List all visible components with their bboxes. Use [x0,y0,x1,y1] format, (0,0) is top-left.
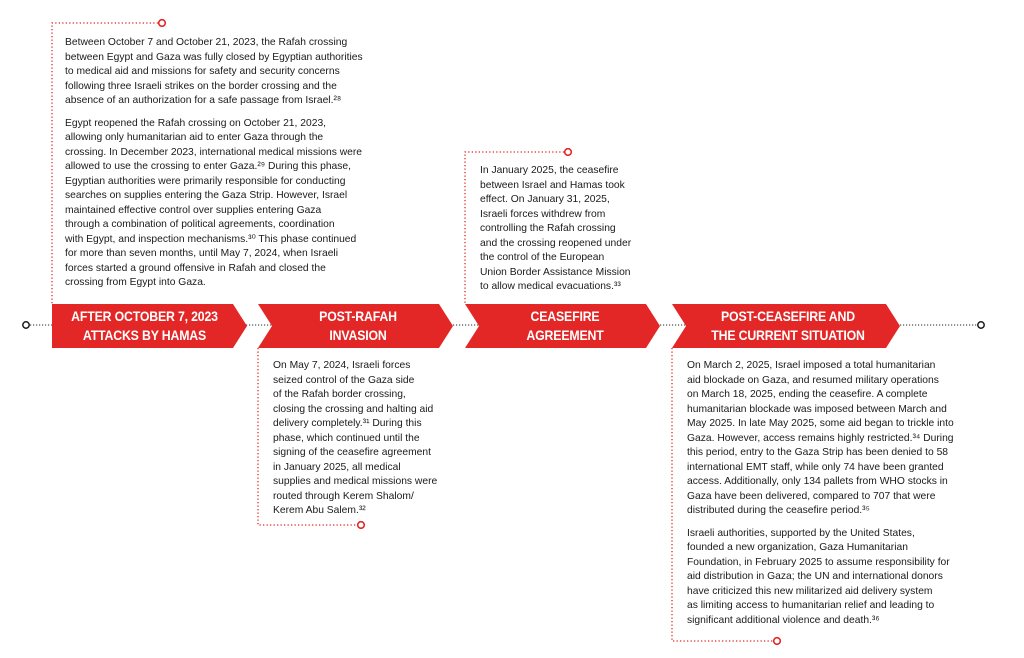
description-paragraph: On March 2, 2025, Israel imposed a total… [687,359,954,519]
description-line: between Israel and Hamas took [480,179,625,191]
description-line: Gaza have been delivered, compared to 70… [687,490,936,502]
description-paragraph: In January 2025, the ceasefire between Is… [480,164,631,295]
description-line: in January 2025, all medical [273,461,401,473]
phase-label-2: POST-RAFAH INVASION [279,307,437,345]
description-line: this period, entry to the Gaza Strip has… [687,447,949,458]
description-line: Gaza. However, access remains highly res… [687,432,954,444]
timeline-start-marker [22,321,30,329]
connector-dot-2 [356,520,366,530]
description-line: Union Border Assistance Mission [480,266,631,278]
description-paragraph: Egypt reopened the Rafah crossing on Oct… [65,117,363,291]
phase-label-line: CEASEFIRE [530,308,600,324]
description-line: crossing from Egypt into Gaza. [65,277,206,288]
description-line: allowed to use the crossing to enter Gaz… [65,161,352,172]
description-line: the control of the European [480,252,605,263]
description-line: and the crossing reopened under [480,237,632,249]
description-line: In January 2025, the ceasefire [480,165,619,176]
description-line: to medical aid and missions for safety a… [65,66,340,77]
description-line: Israeli forces withdrew from [480,208,606,220]
phase-label-3: CEASEFIRE AGREEMENT [486,307,644,345]
phase-label-line: AFTER OCTOBER 7, 2023 [71,308,218,324]
description-line: Egypt reopened the Rafah crossing on Oct… [65,117,327,129]
description-line: have criticized this new militarized aid… [687,585,933,597]
description-paragraph: Israeli authorities, supported by the Un… [687,527,954,629]
description-line: forces started a ground offensive in Raf… [65,262,326,274]
timeline-end-marker [977,321,985,329]
description-line: humanitarian blockade was imposed betwee… [687,403,947,415]
phase-arrow-3 [465,304,660,348]
description-line: May 2025. In late May 2025, some aid beg… [687,418,954,429]
description-line: allowing only humanitarian aid to enter … [65,132,324,143]
phase-4-description: On March 2, 2025, Israel imposed a total… [687,359,954,636]
description-line: Egyptian authorities were primarily resp… [65,175,346,187]
description-line: supplies and medical missions were [273,476,438,487]
connector-dot-4 [772,636,782,646]
description-line: aid distribution in Gaza; the UN and int… [687,571,943,582]
description-line: following three Israeli strikes on the b… [65,80,337,92]
description-line: closing the crossing and halting aid [273,403,434,415]
connector-dot-1 [157,18,167,28]
connector-phase-1 [51,22,158,304]
description-line: with Egypt, and inspection mechanisms.³⁰… [65,233,357,245]
phase-label-line: AGREEMENT [526,327,604,343]
description-paragraph: Between October 7 and October 21, 2023, … [65,36,363,109]
phase-label-1: AFTER OCTOBER 7, 2023 ATTACKS BY HAMAS [63,307,226,345]
description-line: delivery completely.³¹ During this [273,418,422,429]
description-line: routed through Kerem Shalom/ [273,490,414,502]
phase-label-line: POST-RAFAH [319,308,397,324]
description-line: Foundation, in February 2025 to assume r… [687,556,950,568]
description-line: founded a new organization, Gaza Humanit… [687,542,908,553]
description-line: signing of the ceasefire agreement [273,447,431,458]
description-line: crossing. In December 2023, internationa… [65,146,363,158]
description-line: access. Additionally, only 134 pallets f… [687,476,948,487]
description-line: international EMT staff, while only 74 h… [687,461,944,473]
phase-arrow-4 [672,304,900,348]
connector-phase-3 [464,151,564,304]
description-line: through a combination of political agree… [65,219,335,230]
description-line: between Egypt and Gaza was fully closed … [65,51,363,63]
phase-label-line: ATTACKS BY HAMAS [82,327,207,343]
phase-label-4: POST-CEASEFIRE AND THE CURRENT SITUATION [695,307,882,345]
phase-1-description: Between October 7 and October 21, 2023, … [65,36,363,299]
description-line: Between October 7 and October 21, 2023, … [65,37,348,48]
phase-arrow-1 [52,304,247,348]
phase-arrow-2 [258,304,453,348]
description-line: to allow medical evacuations.³³ [480,281,621,292]
phase-label-line: POST-CEASEFIRE AND [721,308,855,324]
description-line: absence of an authorization for a safe p… [65,95,342,106]
description-line: effect. On January 31, 2025, [480,194,610,205]
phase-label-line: INVASION [329,327,387,343]
description-line: On May 7, 2024, Israeli forces [273,360,411,371]
description-line: aid blockade on Gaza, and resumed milita… [687,374,939,386]
description-line: searches on supplies entering the Gaza S… [65,190,348,201]
description-line: Israeli authorities, supported by the Un… [687,527,915,539]
description-paragraph: On May 7, 2024, Israeli forces seized con… [273,359,437,519]
description-line: distributed during the ceasefire period.… [687,505,870,516]
description-line: of the Rafah border crossing, [273,389,406,400]
phase-2-description: On May 7, 2024, Israeli forces seized con… [273,359,437,527]
description-line: significant additional violence and deat… [687,614,880,626]
connector-dot-3 [563,147,573,157]
description-line: on March 18, 2025, ending the ceasefire.… [687,389,928,400]
description-line: On March 2, 2025, Israel imposed a total… [687,360,936,371]
description-line: controlling the Rafah crossing [480,223,616,234]
description-line: for more than seven months, until May 7,… [65,248,339,259]
description-line: maintained effective control over suppli… [65,204,322,216]
description-line: phase, which continued until the [273,432,420,444]
phase-3-description: In January 2025, the ceasefire between Is… [480,164,631,303]
phase-label-line: THE CURRENT SITUATION [711,327,865,343]
description-line: seized control of the Gaza side [273,374,415,386]
description-line: as limiting access to humanitarian relie… [687,600,935,611]
description-line: Kerem Abu Salem.³² [273,505,366,516]
